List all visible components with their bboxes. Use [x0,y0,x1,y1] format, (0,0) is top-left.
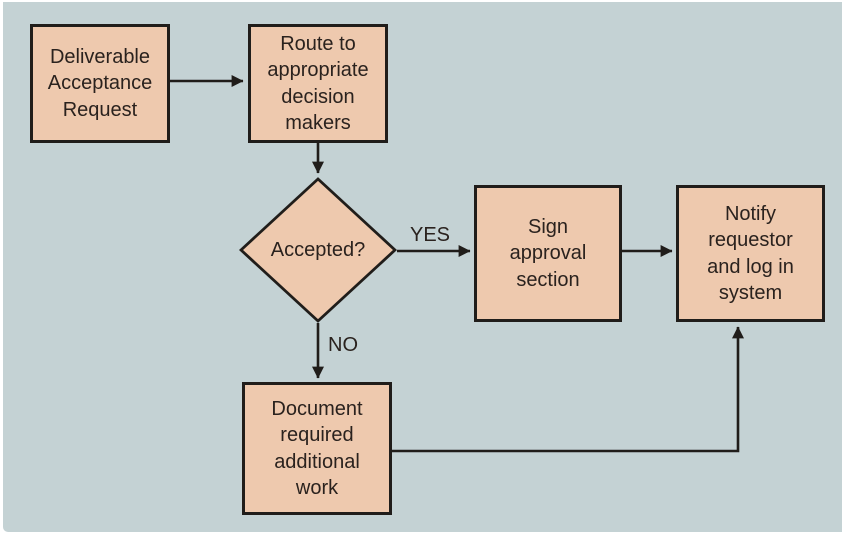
node-label-accepted: Accepted? [270,238,366,261]
flowchart-node-deliverable-acceptance-request: Deliverable Acceptance Request [30,24,170,143]
node-label-document: Document required additional work [271,397,363,499]
node-label-deliverable: Deliverable Acceptance Request [47,45,153,121]
flowchart-node-sign-approval-section: Sign approval section [474,185,622,322]
edge-label-no: NO [328,334,358,356]
edge-label-yes: YES [410,224,451,246]
flowchart-node-route-to-decision-makers: Route to appropriate decision makers [248,24,388,143]
node-label-route: Route to appropriate decision makers [267,32,369,134]
decision-diamond-shape [239,177,397,323]
arrow-document-to-notify-elbow [392,326,744,453]
diamond-polygon [239,177,397,323]
node-label-sign: Sign approval section [509,215,587,291]
flowchart-node-notify-requestor-log-system: Notify requestor and log in system [676,185,825,322]
flowchart-decision-accepted: Accepted? [239,177,397,323]
node-label-notify: Notify requestor and log in system [707,202,794,304]
flowchart-node-document-required-additional-work: Document required additional work [242,382,392,515]
